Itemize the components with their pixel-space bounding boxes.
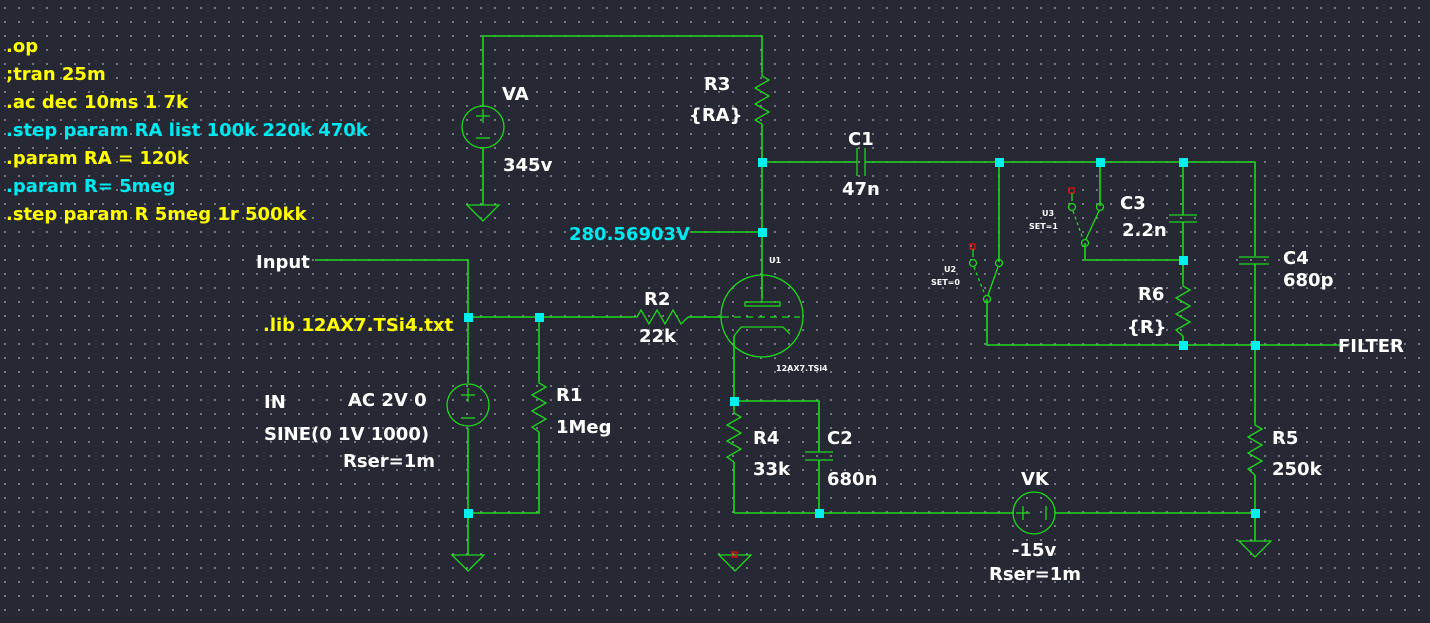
voltage-source-in[interactable] (446, 383, 490, 427)
switch-u3[interactable] (1067, 187, 1105, 248)
r3-name[interactable]: R3 (704, 74, 730, 95)
junction-node (1179, 256, 1188, 265)
wire-top-rail[interactable] (865, 161, 1256, 256)
directive-step-r[interactable]: .step param R 5meg 1r 500kk (6, 204, 308, 225)
lib-directive[interactable]: .lib 12AX7.TSi4.txt (263, 315, 454, 336)
junction-node (815, 509, 824, 518)
ground-in-icon[interactable] (450, 554, 486, 572)
c1-name[interactable]: C1 (848, 129, 874, 150)
voltage-source-va[interactable] (461, 105, 505, 149)
unconnected-pin (731, 551, 738, 558)
resistor-r4[interactable] (725, 410, 743, 463)
directive-op[interactable]: .op (6, 36, 38, 57)
plate (744, 301, 781, 307)
u2-setting[interactable]: SET=0 (931, 278, 960, 287)
wire-va-to-r3[interactable] (482, 35, 763, 107)
r6-value[interactable]: {R} (1127, 317, 1167, 338)
capacitor-c3[interactable] (1169, 214, 1197, 223)
c1-value[interactable]: 47n (842, 179, 880, 200)
in-ac[interactable]: AC 2V 0 (348, 390, 427, 411)
resistor-r5[interactable] (1246, 423, 1264, 476)
directive-param-ra[interactable]: .param RA = 120k (6, 148, 190, 169)
junction-node (464, 509, 473, 518)
control-pin[interactable] (969, 243, 976, 250)
vk-value[interactable]: -15v (1012, 540, 1057, 561)
net-label-filter[interactable]: FILTER (1338, 336, 1404, 357)
r3-value[interactable]: {RA} (689, 105, 742, 126)
r1-value[interactable]: 1Meg (556, 417, 612, 438)
wire-r1-bottom[interactable] (468, 432, 540, 514)
wire-cathode-to-c2[interactable] (734, 400, 820, 452)
va-value[interactable]: 345v (503, 155, 553, 176)
u1-name[interactable]: U1 (769, 256, 781, 265)
triode-u1[interactable] (720, 274, 804, 358)
r5-name[interactable]: R5 (1272, 428, 1298, 449)
r4-name[interactable]: R4 (753, 428, 779, 449)
va-name[interactable]: VA (502, 84, 529, 105)
r6-name[interactable]: R6 (1138, 284, 1164, 305)
vk-rser[interactable]: Rser=1m (989, 564, 1081, 585)
directive-step-ra[interactable]: .step param RA list 100k 220k 470k (6, 120, 369, 141)
u3-setting[interactable]: SET=1 (1029, 222, 1058, 231)
spice-directives: .op ;tran 25m .ac dec 10ms 1 7k .step pa… (6, 36, 369, 225)
u2-name[interactable]: U2 (944, 265, 956, 274)
u3-name[interactable]: U3 (1042, 209, 1054, 218)
wire-filter-bottom[interactable] (986, 299, 1255, 346)
control-pin[interactable] (1068, 187, 1075, 194)
u1-model[interactable]: 12AX7.TSi4 (776, 364, 828, 373)
directive-tran[interactable]: ;tran 25m (6, 64, 106, 85)
junction-node (1096, 158, 1105, 167)
net-label-input[interactable]: Input (256, 252, 310, 273)
junction-node (1179, 341, 1188, 350)
junction-node (730, 397, 739, 406)
junction-node (758, 158, 767, 167)
c4-value[interactable]: 680p (1283, 270, 1334, 291)
voltage-source-vk[interactable] (1012, 491, 1056, 535)
c4-name[interactable]: C4 (1283, 248, 1309, 269)
c2-value[interactable]: 680n (827, 469, 877, 490)
vk-name[interactable]: VK (1021, 469, 1050, 490)
junction-nodes (464, 158, 1260, 518)
junction-node (758, 228, 767, 237)
switch-u2[interactable] (968, 243, 1004, 304)
directive-ac[interactable]: .ac dec 10ms 1 7k (6, 92, 189, 113)
ground-r5-icon[interactable] (1237, 540, 1273, 558)
resistor-r3[interactable] (753, 72, 771, 125)
node-voltage-readout[interactable]: 280.56903V (569, 224, 690, 245)
capacitor-c2[interactable] (805, 451, 833, 461)
in-rser[interactable]: Rser=1m (343, 451, 435, 472)
capacitor-c1[interactable] (856, 148, 866, 176)
r2-name[interactable]: R2 (644, 289, 670, 310)
junction-node (1179, 158, 1188, 167)
r5-value[interactable]: 250k (1272, 459, 1323, 480)
c2-name[interactable]: C2 (827, 428, 853, 449)
resistor-r6[interactable] (1174, 284, 1192, 337)
wire-input[interactable] (315, 259, 469, 383)
in-value[interactable]: SINE(0 1V 1000) (264, 424, 429, 445)
in-name[interactable]: IN (264, 392, 286, 413)
junction-node (995, 158, 1004, 167)
directive-param-r[interactable]: .param R= 5meg (6, 176, 176, 197)
junction-node (464, 313, 473, 322)
junction-node (1251, 341, 1260, 350)
c3-value[interactable]: 2.2n (1122, 220, 1167, 241)
junction-node (1251, 509, 1260, 518)
resistor-r1[interactable] (530, 381, 548, 433)
ground-va-icon[interactable] (465, 204, 501, 222)
c3-name[interactable]: C3 (1120, 193, 1146, 214)
r2-value[interactable]: 22k (639, 326, 677, 347)
resistor-r2[interactable] (633, 308, 689, 326)
r4-value[interactable]: 33k (753, 459, 791, 480)
cathode (741, 326, 791, 335)
capacitor-c4[interactable] (1239, 256, 1269, 265)
ground-floating-icon[interactable] (717, 554, 753, 572)
junction-node (535, 313, 544, 322)
r1-name[interactable]: R1 (556, 385, 582, 406)
wire-u3-bottom[interactable] (1084, 243, 1183, 261)
